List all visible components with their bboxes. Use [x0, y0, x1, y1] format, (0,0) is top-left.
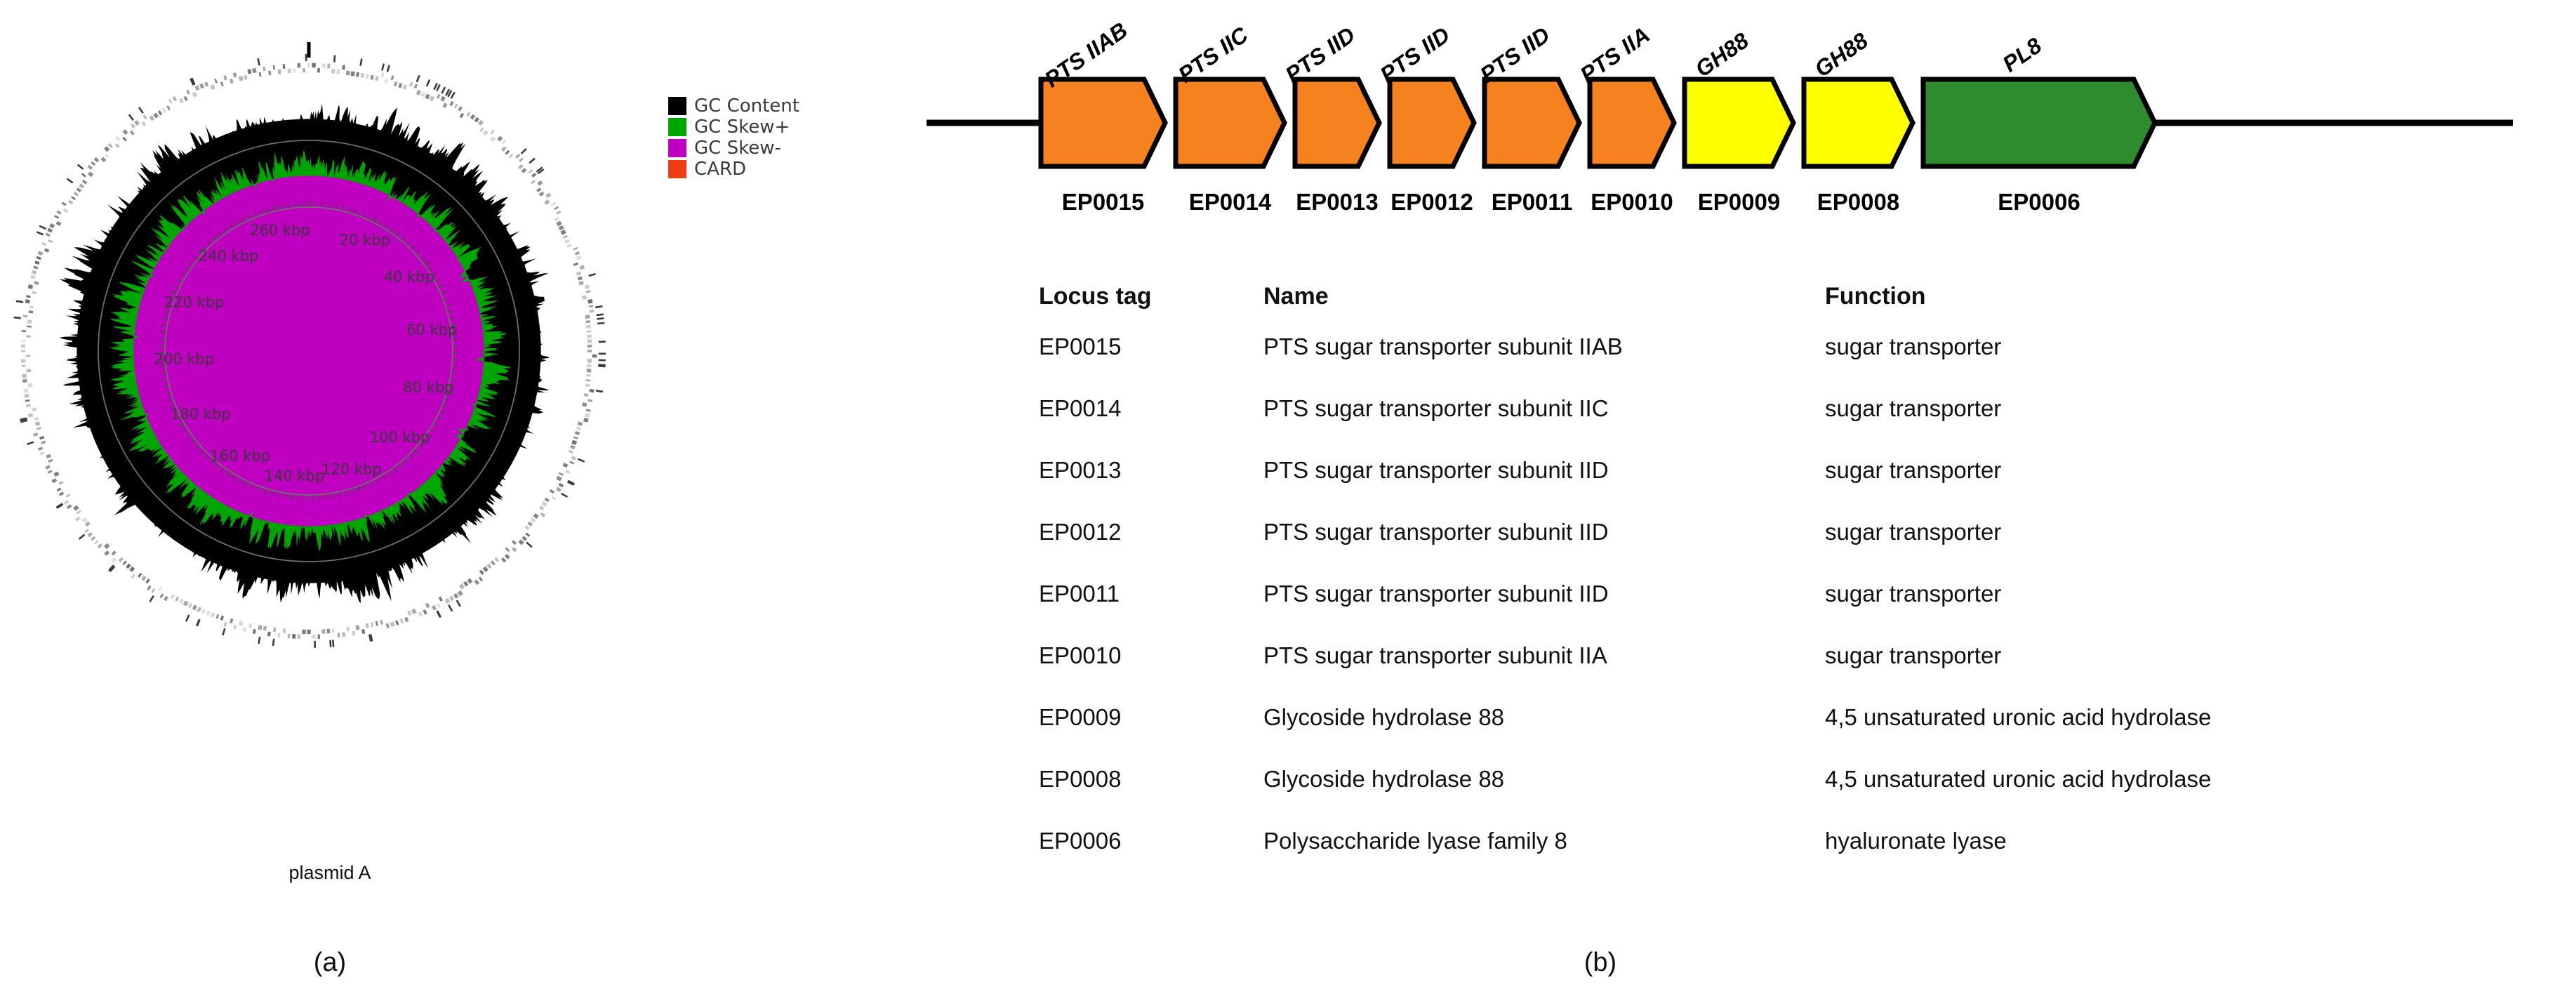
gene-locus-tag-label: EP0006: [1998, 189, 2080, 215]
gene-arrow[interactable]: [1801, 77, 1916, 169]
cell-function: hyaluronate lyase: [1825, 828, 2007, 854]
cell-locus-tag: EP0006: [1039, 828, 1122, 854]
axis-tick-label: 100 kbp: [370, 429, 430, 446]
cell-locus-tag: EP0014: [1039, 395, 1122, 421]
axis-tick-label: 160 kbp: [210, 448, 270, 465]
gene-locus-tag-label: EP0014: [1189, 189, 1272, 215]
cell-locus-tag: EP0010: [1039, 642, 1122, 668]
legend-label: CARD: [694, 159, 747, 180]
table-row: EP0015 PTS sugar transporter subunit IIAB…: [1039, 335, 2548, 397]
axis-tick-label: 220 kbp: [164, 294, 225, 311]
cell-locus-tag: EP0009: [1039, 704, 1122, 730]
legend-item: GC Content: [668, 95, 799, 117]
gene-arrow[interactable]: [1482, 77, 1582, 169]
cell-name: PTS sugar transporter subunit IIC: [1263, 395, 1609, 421]
axis-tick-label: 260 kbp: [250, 222, 310, 239]
axis-tick-label: 80 kbp: [403, 379, 453, 396]
cell-name: PTS sugar transporter subunit IID: [1263, 581, 1609, 607]
gene-locus-tag-label: EP0011: [1492, 189, 1573, 215]
plasmid-caption: plasmid A: [288, 862, 371, 883]
table-row: EP0014 PTS sugar transporter subunit IIC s…: [1039, 397, 2548, 458]
cell-function: sugar transporter: [1825, 519, 2002, 545]
gene-arrow[interactable]: [1920, 77, 2158, 169]
cell-name: PTS sugar transporter subunit IIA: [1263, 642, 1607, 668]
column-header-locus-tag: Locus tag: [1039, 283, 1152, 310]
axis-tick-label: 20 kbp: [340, 232, 390, 249]
axis-tick-label: 120 kbp: [321, 461, 382, 477]
cell-function: sugar transporter: [1825, 581, 2002, 607]
gene-arrow[interactable]: [1587, 77, 1677, 169]
gc-skew-positive-swatch-icon: [668, 118, 686, 136]
gene-locus-tag-label: EP0009: [1698, 189, 1780, 215]
table-row: EP0011 PTS sugar transporter subunit IID s…: [1039, 582, 2548, 644]
gene-domain-label: PL8: [1998, 32, 2046, 77]
cell-name: Glycoside hydrolase 88: [1263, 704, 1505, 730]
gc-content-swatch-icon: [668, 97, 686, 115]
card-swatch-icon: [668, 160, 686, 178]
table-row: EP0008 Glycoside hydrolase 88 4,5 unsatura…: [1039, 767, 2548, 829]
circular-genome-svg: 20 kbp 40 kbp 60 kbp 80 kbp 100 kbp 120 kbp14…: [13, 42, 606, 649]
legend-label: GC Skew-: [694, 138, 781, 159]
cell-name: PTS sugar transporter subunit IID: [1263, 457, 1609, 483]
cell-function: 4,5 unsaturated uronic acid hydrolase: [1825, 766, 2212, 792]
cell-function: sugar transporter: [1825, 333, 2002, 359]
gene-arrow[interactable]: [1387, 77, 1477, 169]
table-header-row: Locus tag Name Function: [1039, 284, 2548, 335]
cell-name: PTS sugar transporter subunit IIAB: [1263, 333, 1623, 359]
gene-locus-tag-label: EP0013: [1296, 189, 1378, 215]
gene-locus-tag-label: EP0012: [1390, 189, 1473, 215]
gene-locus-tag-label: EP0010: [1591, 189, 1673, 215]
panel-label-a: (a): [313, 948, 347, 977]
axis-tick-label: 200 kbp: [154, 350, 215, 367]
cell-name: Glycoside hydrolase 88: [1263, 766, 1505, 792]
legend-item: CARD: [668, 159, 799, 180]
cell-locus-tag: EP0015: [1039, 333, 1122, 359]
table-row: EP0009 Glycoside hydrolase 88 4,5 unsatura…: [1039, 706, 2548, 767]
legend-item: GC Skew-: [668, 138, 799, 159]
legend-label: GC Content: [694, 95, 799, 117]
gene-domain-label: GH88: [1691, 27, 1753, 82]
cell-function: sugar transporter: [1825, 395, 2002, 421]
legend-label: GC Skew+: [694, 117, 790, 138]
table-row: EP0010 PTS sugar transporter subunit IIA s…: [1039, 644, 2548, 706]
cell-function: sugar transporter: [1825, 642, 2002, 668]
column-header-function: Function: [1825, 283, 1926, 310]
table-row: EP0013 PTS sugar transporter subunit IID s…: [1039, 458, 2548, 520]
legend-item: GC Skew+: [668, 117, 799, 138]
gene-domain-label: GH88: [1810, 27, 1873, 82]
gene-locus-tag-label: EP0015: [1062, 189, 1144, 215]
panel-label-b: (b): [1584, 948, 1617, 977]
gene-arrow[interactable]: [1292, 77, 1382, 169]
cell-locus-tag: EP0013: [1039, 457, 1122, 483]
cell-function: 4,5 unsaturated uronic acid hydrolase: [1825, 704, 2212, 730]
gene-arrow[interactable]: [1038, 77, 1168, 169]
axis-tick-label: 180 kbp: [171, 406, 231, 423]
gc-skew-negative-swatch-icon: [668, 139, 686, 157]
axis-tick-label: 140 kbp: [265, 468, 325, 484]
cell-function: sugar transporter: [1825, 457, 2002, 483]
cell-name: Polysaccharide lyase family 8: [1263, 828, 1567, 854]
table-row: EP0012 PTS sugar transporter subunit IID s…: [1039, 520, 2548, 582]
gene-locus-tag-label: EP0008: [1817, 189, 1899, 215]
axis-tick-label: 60 kbp: [406, 322, 457, 338]
gene-arrow[interactable]: [1173, 77, 1287, 169]
cell-name: PTS sugar transporter subunit IID: [1263, 519, 1609, 545]
legend: GC Content GC Skew+ GC Skew- CARD: [668, 95, 799, 180]
column-header-name: Name: [1263, 283, 1329, 310]
cell-locus-tag: EP0011: [1039, 581, 1120, 607]
cell-locus-tag: EP0008: [1039, 766, 1122, 792]
axis-tick-label: 40 kbp: [384, 269, 434, 286]
gene-arrow[interactable]: [1682, 77, 1796, 169]
cell-locus-tag: EP0012: [1039, 519, 1122, 545]
axis-tick-label: 240 kbp: [199, 248, 259, 265]
table-row: EP0006 Polysaccharide lyase family 8 hyalu…: [1039, 829, 2548, 891]
